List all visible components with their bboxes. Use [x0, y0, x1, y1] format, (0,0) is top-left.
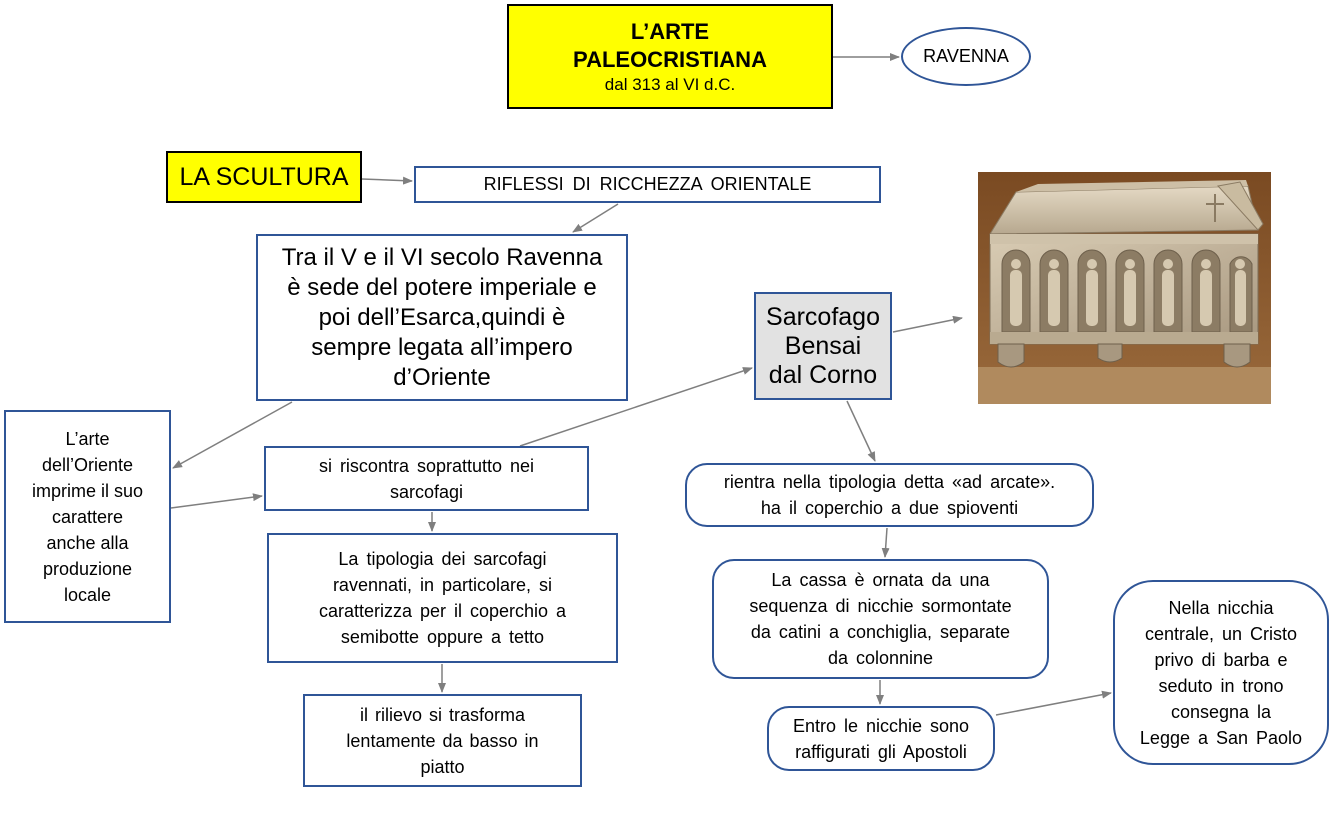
arrow-tra-arte	[172, 401, 293, 469]
arrow-scultura-riflessi	[361, 176, 413, 185]
title-line1: L’ARTE	[630, 18, 710, 44]
rientra-node: rientra nella tipologia detta «ad arcate…	[685, 463, 1094, 527]
sarcofago-node: Sarcofago Bensai dal Corno	[754, 292, 892, 400]
arrow-rientra-cassa	[881, 527, 890, 558]
scultura-node: LA SCULTURA	[166, 151, 362, 203]
cassa-node: La cassa è ornata da una sequenza di nic…	[712, 559, 1049, 679]
ravenna-node: RAVENNA	[901, 27, 1031, 86]
arrow-sarcofago-photo	[892, 315, 963, 333]
riscontra-node: si riscontra soprattutto nei sarcofagi	[264, 446, 589, 511]
sarcophagus-photo	[978, 172, 1271, 404]
arte-oriente-node: L’arte dell’Oriente imprime il suo carat…	[4, 410, 171, 623]
arrow-entro-nicchia	[995, 690, 1112, 716]
arrow-arte-riscontra	[170, 493, 263, 509]
arrow-sarcofago-rientra	[846, 400, 876, 462]
riflessi-node: RIFLESSI DI RICCHEZZA ORIENTALE	[414, 166, 881, 203]
title-subtitle: dal 313 al VI d.C.	[604, 74, 736, 94]
arrow-riscontra-sarcofago	[519, 367, 753, 447]
tipologia-node: La tipologia dei sarcofagi ravennati, in…	[267, 533, 618, 663]
title-line2: PALEOCRISTIANA	[573, 46, 767, 72]
arrow-riflessi-tra	[572, 203, 619, 233]
ravenna-history-node: Tra il V e il VI secolo Ravenna è sede d…	[256, 234, 628, 401]
nicchia-node: Nella nicchia centrale, un Cristo privo …	[1113, 580, 1329, 765]
title-box: L’ARTE PALEOCRISTIANA dal 313 al VI d.C.	[507, 4, 833, 109]
rilievo-node: il rilievo si trasforma lentamente da ba…	[303, 694, 582, 787]
entro-node: Entro le nicchie sono raffigurati gli Ap…	[767, 706, 995, 771]
